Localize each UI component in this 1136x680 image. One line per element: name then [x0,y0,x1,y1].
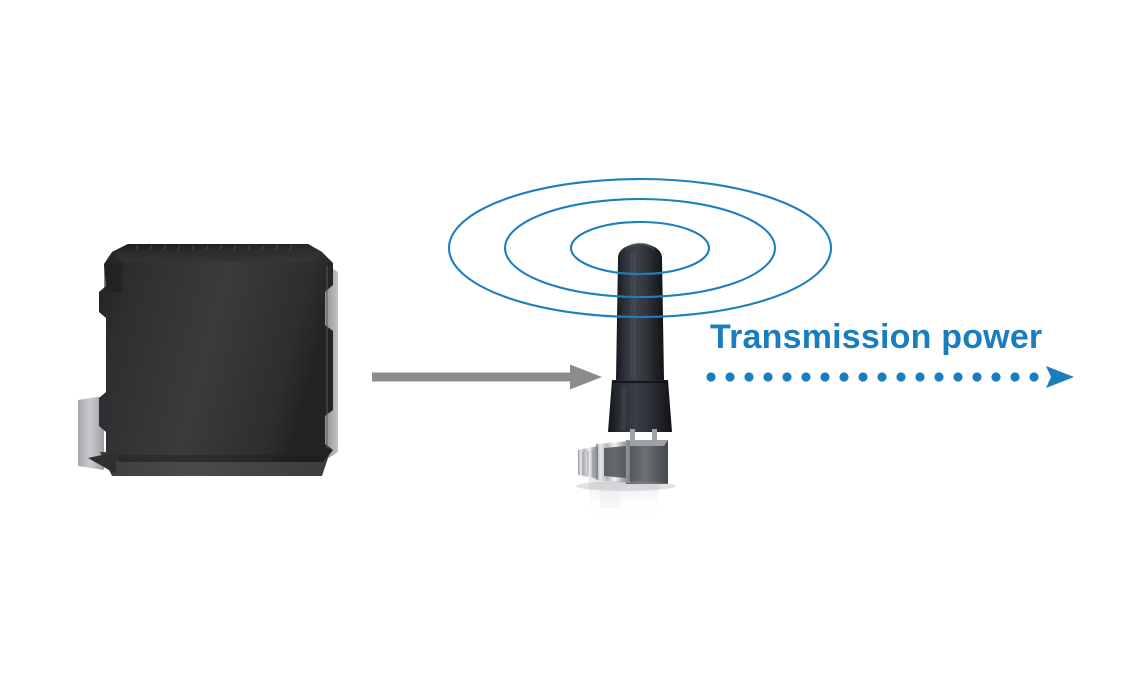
radio-wave-ring-outer [447,177,833,319]
antenna-upper-body [616,243,664,380]
radio-wave-ring-inner [569,220,711,276]
antenna-tip-highlight [624,242,656,251]
dotted-arrow-head [1046,366,1074,388]
arrow-dot [1010,372,1020,382]
device-left-shoulder [104,262,122,292]
device-top-ribbing [135,244,293,251]
arrow-dot [725,372,735,382]
rubber-duck-antenna [576,242,676,520]
arrow-dot [991,372,1001,382]
arrow-dot [896,372,906,382]
sma-hex-facet [604,446,626,478]
arrow-dot [744,372,754,382]
arrow-dot [839,372,849,382]
device-body [99,244,333,462]
flow-arrow-shaft [372,372,572,382]
arrow-dot [915,372,925,382]
flow-arrow [372,364,602,390]
arrow-dot [953,372,963,382]
sma-connector [576,440,676,491]
arrow-dot [820,372,830,382]
flow-arrow-head [570,364,602,390]
device-bottom-edge [116,455,323,462]
antenna-lower-specular [620,385,627,431]
arrow-dot [877,372,887,382]
transmission-power-label: Transmission power [710,318,1043,356]
arrow-dot [858,372,868,382]
sma-vertical-block [626,440,668,484]
dotted-arrow [706,366,1074,388]
arrow-dot [972,372,982,382]
device-bottom-notch [88,452,116,474]
arrow-dot [934,372,944,382]
sma-collar-threads [582,450,594,477]
sma-vertical-top [626,440,668,446]
radio-wave-rings [447,177,833,319]
antenna-pin-left [630,429,635,443]
antenna-pin-right [652,429,657,443]
arrow-dot [1029,372,1039,382]
connector-shadow [576,481,676,491]
antenna-specular [630,252,636,378]
arrow-dot [801,372,811,382]
antenna-reflection [588,478,660,520]
arrow-dot [706,372,716,382]
radio-wave-ring-middle [503,197,777,299]
arrow-dot [782,372,792,382]
antenna-lower-body [608,380,672,432]
din-rail-clip [78,396,104,470]
arrow-dot [763,372,773,382]
din-rail-device [78,244,338,476]
